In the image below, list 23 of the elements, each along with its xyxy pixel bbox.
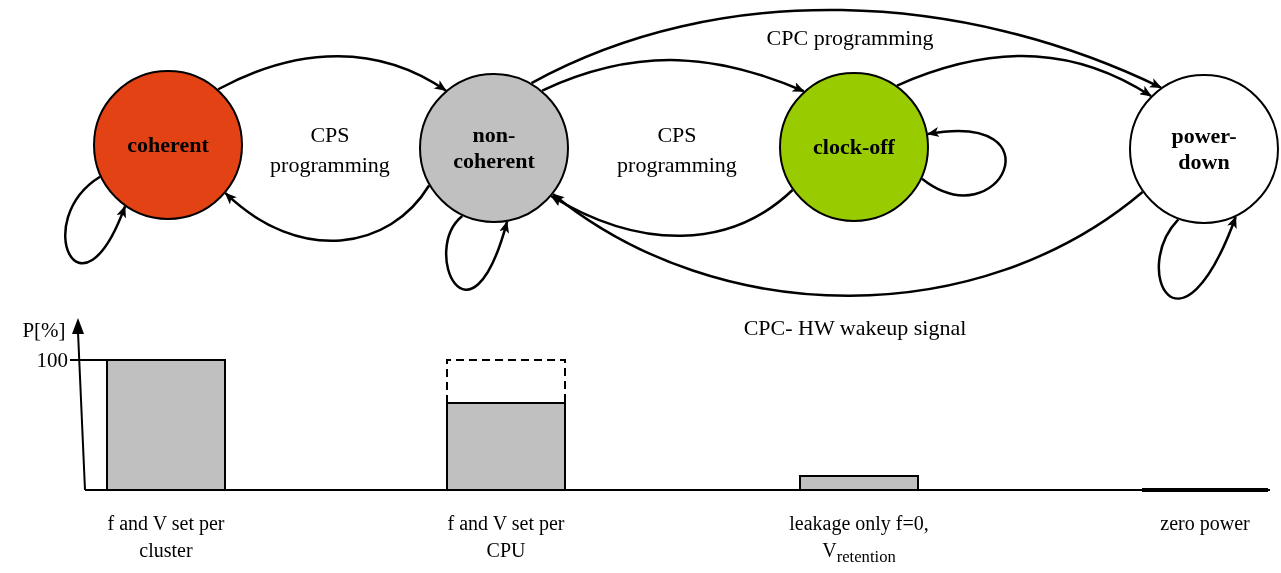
state-label: power-down bbox=[1170, 122, 1238, 176]
state-label: non-coherent bbox=[452, 121, 536, 175]
bar-caption: f and V set per cluster bbox=[106, 511, 226, 563]
bar-caption: leakage only f=0, V$_{retention}$ bbox=[789, 511, 929, 568]
self-loop-arrow bbox=[445, 215, 509, 291]
bar-caption: f and V set per CPU bbox=[446, 511, 566, 563]
transition-label: CPS programming bbox=[269, 121, 391, 179]
axis-label: P[%] bbox=[21, 317, 67, 344]
self-loop-arrow bbox=[1157, 216, 1237, 300]
bar-caption: zero power bbox=[1159, 511, 1251, 537]
transition-arrow bbox=[550, 189, 794, 237]
transition-arrow bbox=[530, 8, 1162, 89]
transition-arrow bbox=[541, 59, 805, 93]
transition-arrow bbox=[896, 54, 1152, 98]
transition-label: CPS programming bbox=[616, 121, 738, 179]
self-loop-arrow bbox=[921, 127, 1007, 197]
state-label: coherent bbox=[126, 131, 210, 159]
transition-arrow bbox=[217, 55, 447, 92]
state-label: clock-off bbox=[812, 133, 896, 161]
transition-arrow bbox=[224, 184, 431, 242]
tick-label: 100 bbox=[35, 347, 68, 374]
transition-arrow bbox=[552, 191, 1144, 297]
self-loop-arrow bbox=[64, 175, 127, 265]
